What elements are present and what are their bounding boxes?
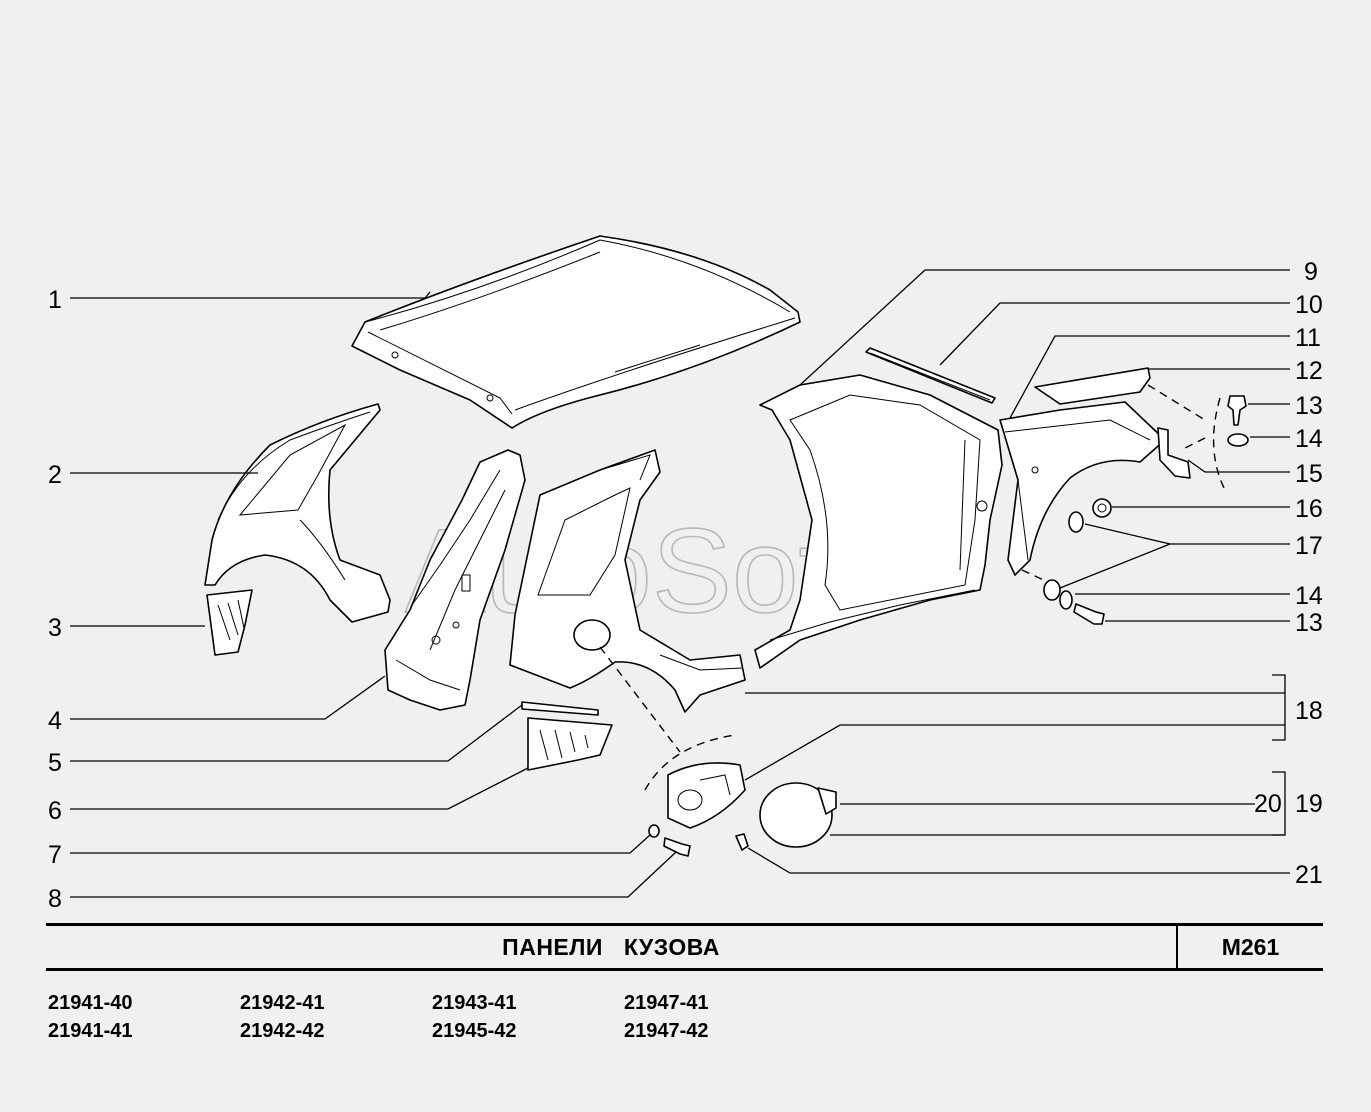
part-side-frame <box>754 374 1003 669</box>
title-bar: ПАНЕЛИ КУЗОВА M261 <box>46 923 1323 971</box>
callout-13-lower: 13 <box>1295 609 1323 637</box>
callout-6: 6 <box>48 797 62 825</box>
part-screw-8 <box>663 837 691 857</box>
callout-14-top: 14 <box>1295 425 1323 453</box>
part-bolt-13-top <box>1227 395 1247 426</box>
callout-8: 8 <box>48 885 62 913</box>
part-bolt-13-lower <box>1073 603 1105 625</box>
callout-10: 10 <box>1295 291 1323 319</box>
part-fender-strip <box>1034 367 1151 405</box>
callout-1: 1 <box>48 286 62 314</box>
callout-12: 12 <box>1295 357 1323 385</box>
part-nut-7 <box>648 824 660 838</box>
part-bracket-15 <box>1157 427 1191 479</box>
model-code: 21947-41 <box>624 992 709 1014</box>
part-washer-14-top <box>1227 433 1249 447</box>
callout-21: 21 <box>1295 861 1323 889</box>
model-code: 21943-41 <box>432 992 517 1014</box>
part-front-fender <box>999 401 1166 576</box>
model-code: 21941-41 <box>48 1020 133 1042</box>
diagram-title: ПАНЕЛИ КУЗОВА <box>502 934 720 960</box>
callout-7: 7 <box>48 841 62 869</box>
part-vent-panel <box>527 717 613 771</box>
model-code: 21945-42 <box>432 1020 517 1042</box>
title-divider <box>1176 926 1178 968</box>
callout-19: 19 <box>1295 790 1323 818</box>
callout-17: 17 <box>1295 532 1323 560</box>
callout-15: 15 <box>1295 460 1323 488</box>
callout-5: 5 <box>48 749 62 777</box>
part-nut-16 <box>1092 498 1112 518</box>
callout-3: 3 <box>48 614 62 642</box>
callout-14-lower: 14 <box>1295 582 1323 610</box>
model-code: 21942-42 <box>240 1020 325 1042</box>
callout-11: 11 <box>1295 324 1321 352</box>
callout-18: 18 <box>1295 697 1323 725</box>
assembly-dashed-lines <box>599 384 1226 791</box>
model-code: 21942-41 <box>240 992 325 1014</box>
part-fuel-flap <box>759 782 837 848</box>
part-washer-17-lower <box>1043 579 1061 601</box>
part-washer-14-lower <box>1059 590 1073 610</box>
part-roof-rail-strip <box>865 347 996 404</box>
part-washer-17 <box>1068 511 1084 533</box>
part-roof-panel <box>351 235 801 429</box>
model-code: 21947-42 <box>624 1020 709 1042</box>
part-small-bracket <box>206 589 253 656</box>
callout-2: 2 <box>48 461 62 489</box>
callout-9: 9 <box>1304 258 1318 286</box>
diagram-code: M261 <box>1221 934 1280 960</box>
part-rear-quarter-outer <box>204 403 391 623</box>
part-strip-5 <box>521 701 599 716</box>
leader-lines <box>70 269 1290 898</box>
part-fuel-filler-housing <box>667 762 746 829</box>
model-code: 21941-40 <box>48 992 133 1014</box>
part-inner-pillar <box>384 449 526 711</box>
part-side-panel-rear <box>509 449 746 713</box>
callout-16: 16 <box>1295 495 1323 523</box>
part-pin-21 <box>735 833 749 851</box>
callout-13-top: 13 <box>1295 392 1323 420</box>
callout-labels: 1 2 3 4 5 6 7 8 9 10 11 12 13 14 15 16 1… <box>48 258 1323 913</box>
callout-4: 4 <box>48 707 62 735</box>
callout-20: 20 <box>1254 790 1282 818</box>
